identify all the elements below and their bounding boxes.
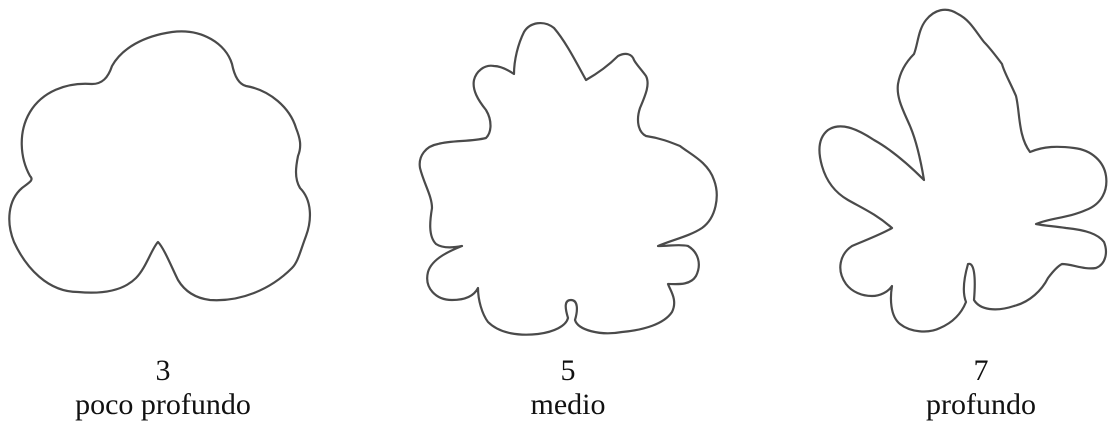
lobe-depth-label: poco profundo — [13, 388, 313, 422]
leaf-caption-shallow: 3 poco profundo — [13, 354, 313, 422]
leaf-outlines — [0, 0, 1110, 345]
lobe-depth-label: profundo — [831, 388, 1110, 422]
leaf-medium-sinus — [420, 23, 717, 335]
lobe-depth-label: medio — [418, 388, 718, 422]
leaf-deep-sinus — [820, 10, 1107, 332]
lobe-depth-number: 3 — [13, 354, 313, 388]
lobe-depth-number: 5 — [418, 354, 718, 388]
leaf-shallow-sinus — [9, 31, 310, 300]
leaf-caption-medium: 5 medio — [418, 354, 718, 422]
lobe-depth-number: 7 — [831, 354, 1110, 388]
leaf-caption-deep: 7 profundo — [831, 354, 1110, 422]
